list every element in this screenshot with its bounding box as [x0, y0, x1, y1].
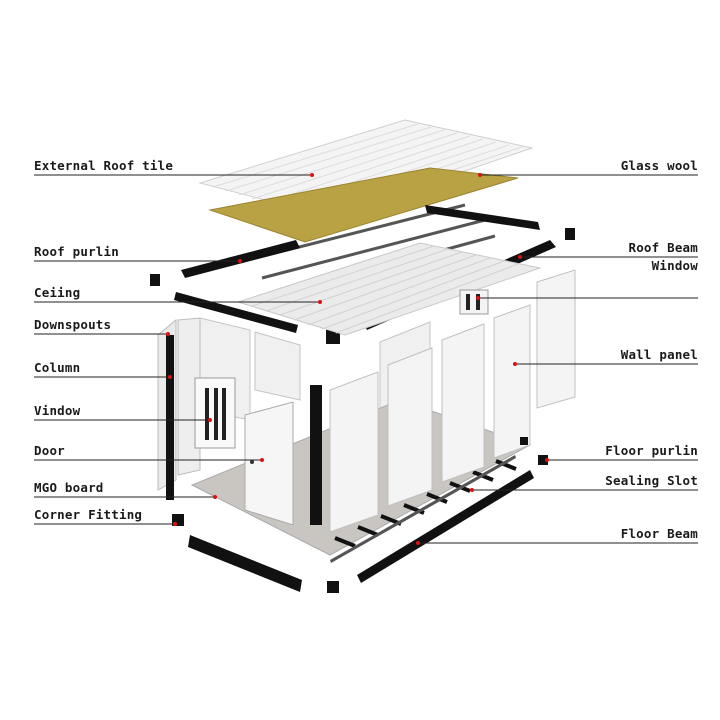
leader-lines-right	[416, 173, 698, 545]
label-wall-panel: Wall panel	[620, 347, 698, 362]
label-downspouts: Downspouts	[34, 317, 112, 332]
leader-lines-left	[34, 173, 322, 526]
ceiling-part	[236, 242, 542, 336]
label-column: Column	[34, 360, 81, 375]
label-door: Door	[34, 443, 65, 458]
label-roof-purlin: Roof purlin	[34, 244, 119, 259]
label-corner-fitting: Corner Fitting	[34, 507, 143, 522]
label-mgo-board: MGO board	[34, 480, 104, 495]
left-end-parts	[157, 317, 322, 526]
label-glass-wool: Glass wool	[620, 158, 698, 173]
glass-wool-part	[208, 167, 519, 243]
right-window-part	[459, 289, 489, 315]
floor-beam-part	[172, 437, 548, 593]
label-roof-beam: Roof Beam	[628, 240, 698, 255]
label-window: Window	[651, 258, 698, 273]
label-sealing-slot: Sealing Slot	[605, 473, 698, 488]
label-ceiling: Ceiing	[34, 285, 81, 300]
label-floor-purlin: Floor purlin	[605, 443, 698, 458]
label-vindow: Vindow	[34, 403, 81, 418]
front-wall-panels	[329, 269, 576, 533]
label-floor-beam: Floor Beam	[620, 526, 698, 541]
label-external-roof-tile: External Roof tile	[34, 158, 174, 173]
